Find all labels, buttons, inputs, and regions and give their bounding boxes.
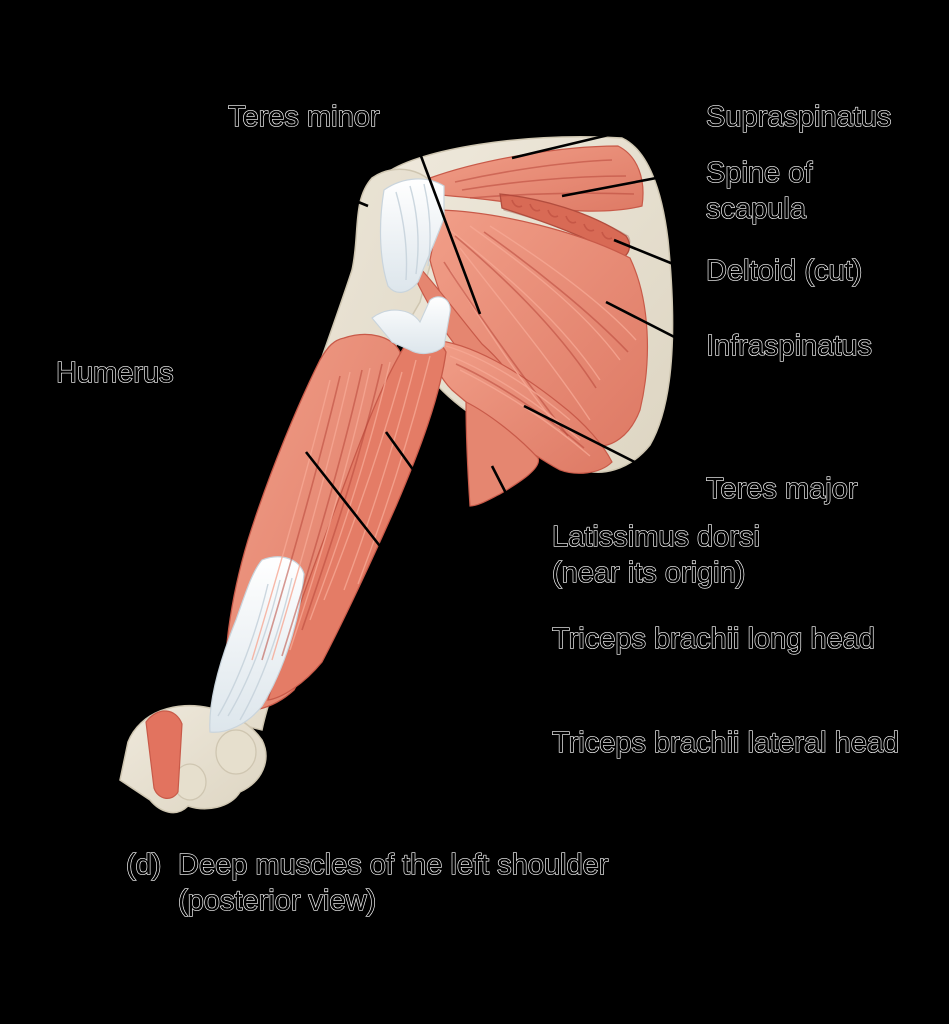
leader-spine-of-scapula [561,170,689,198]
caption-letter: (d) [126,849,161,881]
label-spine-of-scapula-line2: scapula [706,193,807,225]
anconeus-stub [145,710,183,799]
leader-teres-major [523,404,687,490]
latissimus-dorsi-muscle [465,401,539,507]
label-triceps-long-head: Triceps brachii long head [552,623,875,655]
label-triceps-lateral-head: Triceps brachii lateral head [552,727,899,759]
label-latissimus-line2: (near its origin) [552,557,745,589]
leader-lines [126,114,691,744]
label-teres-minor: Teres minor [228,101,380,133]
triceps-proximal-tendon [371,296,451,355]
leader-infraspinatus [605,300,691,347]
leader-latissimus [490,465,540,542]
label-supraspinatus: Supraspinatus [706,101,891,133]
caption: (d) Deep muscles of the left shoulder (p… [125,848,609,917]
labels: Teres minor Supraspinatus Spine of scapu… [55,100,899,759]
deltoid-cut-muscle [499,193,631,259]
lateral-epicondyle [215,729,257,775]
label-infraspinatus: Infraspinatus [706,330,872,362]
label-humerus: Humerus [56,357,174,389]
leader-triceps-long [384,431,548,640]
label-teres-major: Teres major [706,473,858,505]
leader-supraspinatus [511,114,689,160]
leader-teres-minor [404,115,482,315]
label-latissimus-line1: Latissimus dorsi [552,521,760,553]
caption-line2: (posterior view) [178,885,376,917]
humerus-bracket [126,190,369,630]
label-deltoid-cut: Deltoid (cut) [706,255,862,287]
leader-triceps-lateral [304,451,548,744]
muscle-fibers [217,159,637,721]
caption-line1: Deep muscles of the left shoulder [178,849,609,881]
leader-deltoid [613,238,689,272]
label-spine-of-scapula-line1: Spine of [706,157,813,189]
